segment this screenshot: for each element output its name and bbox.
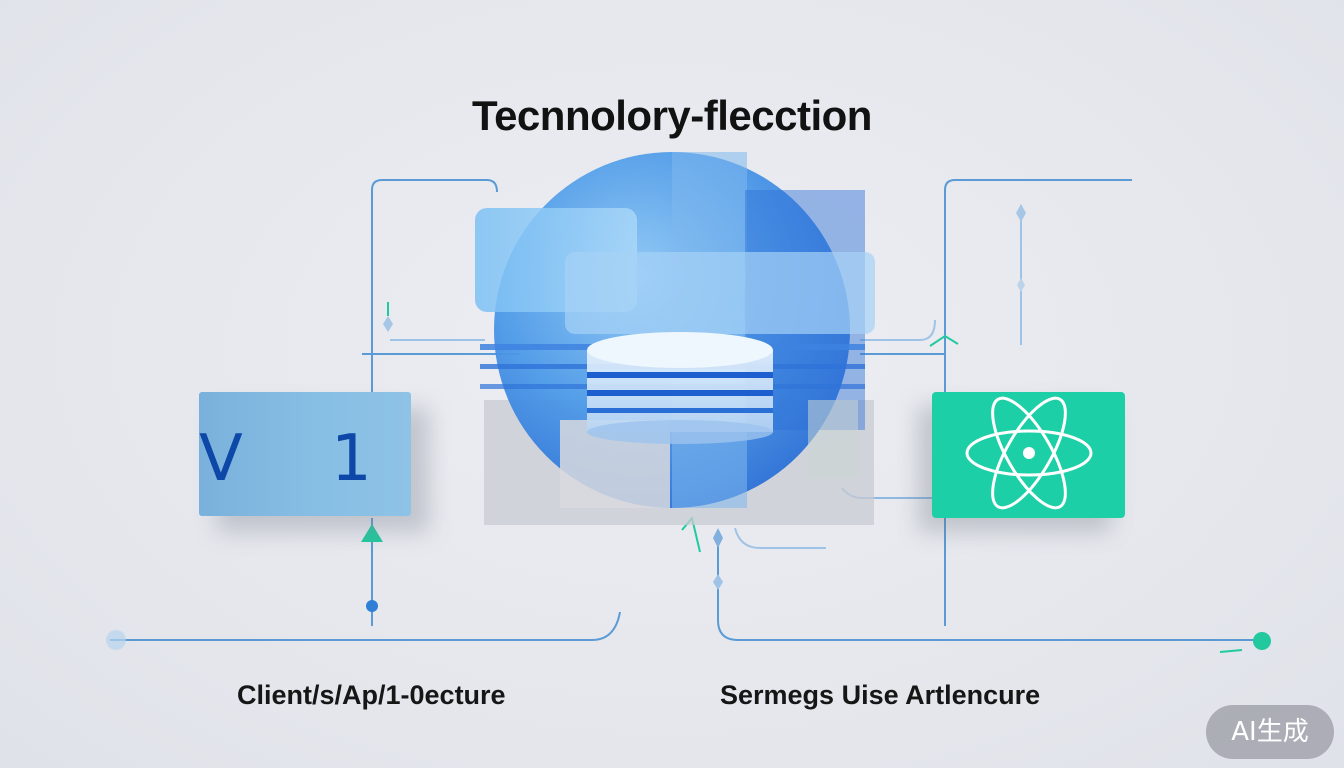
database-ring-3	[587, 408, 773, 413]
database-top	[587, 332, 773, 368]
bottom-left-baseline	[110, 611, 621, 641]
center-diamond-icon-2	[713, 574, 723, 590]
atom-icon	[965, 396, 1093, 510]
baseline-start-node	[106, 630, 126, 650]
center-hook-line	[734, 527, 826, 549]
globe-right-ghost	[808, 400, 858, 478]
right-curve-line	[860, 319, 936, 341]
ai-generated-badge: AI生成	[1206, 705, 1334, 759]
right-top-diamond-icon	[1016, 204, 1026, 222]
bottom-right-baseline	[717, 530, 1262, 641]
database-bottom	[587, 420, 773, 444]
diagram-title: Tecnnolory-flecction	[472, 92, 872, 139]
database-ring-2	[587, 390, 773, 396]
globe-upper-panel	[565, 252, 875, 334]
database-ring-1	[587, 372, 773, 378]
client-architecture-label: Client/s/Ap/1-0ecture	[237, 680, 506, 710]
v1-right-char: 1	[331, 422, 372, 496]
green-tick-bottom	[1219, 649, 1243, 653]
left-up-arrow-icon	[361, 524, 383, 542]
services-architecture-label: Sermegs Uise Artlencure	[720, 680, 1041, 710]
right-bracket-line	[944, 179, 1132, 392]
react-box	[932, 392, 1125, 518]
v1-left-char: V	[199, 422, 243, 496]
left-small-diamond-icon	[383, 316, 393, 332]
connector-nodes	[106, 204, 1271, 653]
left-bracket-line	[371, 179, 498, 392]
green-tick-right	[929, 334, 959, 347]
v1-box: V 1	[199, 392, 411, 516]
baseline-end-node	[1253, 632, 1271, 650]
right-mid-diamond-icon	[1017, 278, 1025, 292]
database-icon	[587, 332, 773, 444]
left-down-node	[366, 600, 378, 612]
center-diamond-icon	[713, 528, 723, 548]
